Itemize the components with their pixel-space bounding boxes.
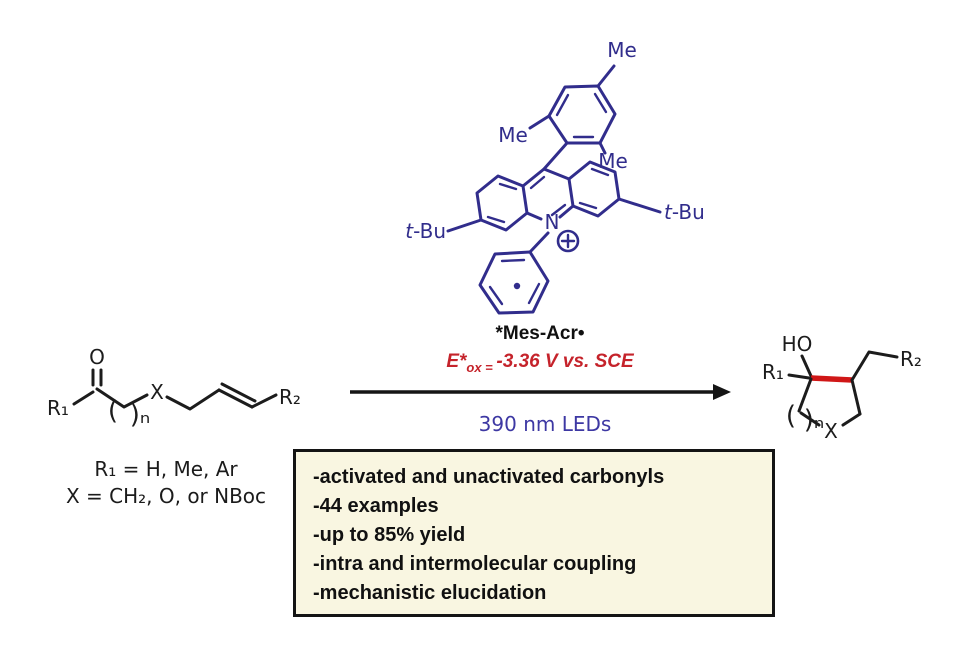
- light-source-condition: 390 nm LEDs: [478, 412, 612, 436]
- substrate-paren-open: (: [108, 396, 118, 426]
- legend-r1-definition: R₁ = H, Me, Ar: [94, 457, 238, 481]
- substrate-structure: O R₁ ( )ₙ X R₂: [47, 345, 301, 430]
- mesityl-me-top-label: Me: [607, 38, 637, 62]
- product-r2-label: R₂: [900, 347, 922, 371]
- substrate-paren-close: )ₙ: [130, 400, 151, 430]
- tbu-left-t: t: [405, 219, 414, 243]
- plus-charge-icon: [556, 229, 580, 253]
- reaction-arrow: [350, 384, 731, 400]
- product-r1-label: R₁: [762, 360, 784, 384]
- potential-symbol: E*: [446, 351, 467, 372]
- substrate-o-label: O: [89, 345, 105, 369]
- feature-item: -mechanistic elucidation: [313, 582, 547, 604]
- potential-subscript: ox =: [466, 359, 497, 375]
- product-x-label: X: [824, 419, 838, 443]
- excited-state-potential: E*ox = -3.36 V vs. SCE: [446, 351, 633, 375]
- highlights-box: -activated and unactivated carbonyls -44…: [293, 449, 775, 617]
- legend-x-definition: X = CH₂, O, or NBoc: [65, 484, 267, 508]
- tbu-left-rest: -Bu: [413, 219, 446, 243]
- radical-dot: [513, 282, 521, 290]
- catalyst-structure: Me Me Me N t-Bu: [405, 38, 705, 315]
- feature-item: -intra and intermolecular coupling: [313, 553, 637, 575]
- feature-item: -up to 85% yield: [313, 524, 466, 546]
- substrate-r1-label: R₁: [47, 396, 69, 420]
- product-paren-close: )ₙ: [804, 405, 825, 435]
- mesityl-me-left-label: Me: [498, 123, 528, 147]
- new-bond-highlight: [810, 375, 853, 383]
- tbu-left-label: t-Bu: [405, 219, 446, 243]
- mesityl-me-front-label: Me: [598, 149, 628, 173]
- feature-item: -activated and unactivated carbonyls: [313, 466, 665, 488]
- acridinium-n-label: N: [545, 210, 560, 234]
- potential-value: -3.36 V vs. SCE: [496, 351, 634, 372]
- substrate-x-label: X: [150, 380, 164, 404]
- product-paren-open: (: [786, 401, 796, 431]
- product-structure: HO R₁ R₂ X ( )ₙ: [762, 332, 922, 443]
- tbu-right-label: t-Bu: [664, 200, 705, 224]
- catalyst-name: *Mes-Acr•: [495, 323, 585, 344]
- tbu-right-rest: -Bu: [672, 200, 705, 224]
- substrate-r2-label: R₂: [279, 385, 301, 409]
- feature-item: -44 examples: [313, 495, 439, 517]
- tbu-right-t: t: [664, 200, 673, 224]
- product-ho-label: HO: [782, 332, 813, 356]
